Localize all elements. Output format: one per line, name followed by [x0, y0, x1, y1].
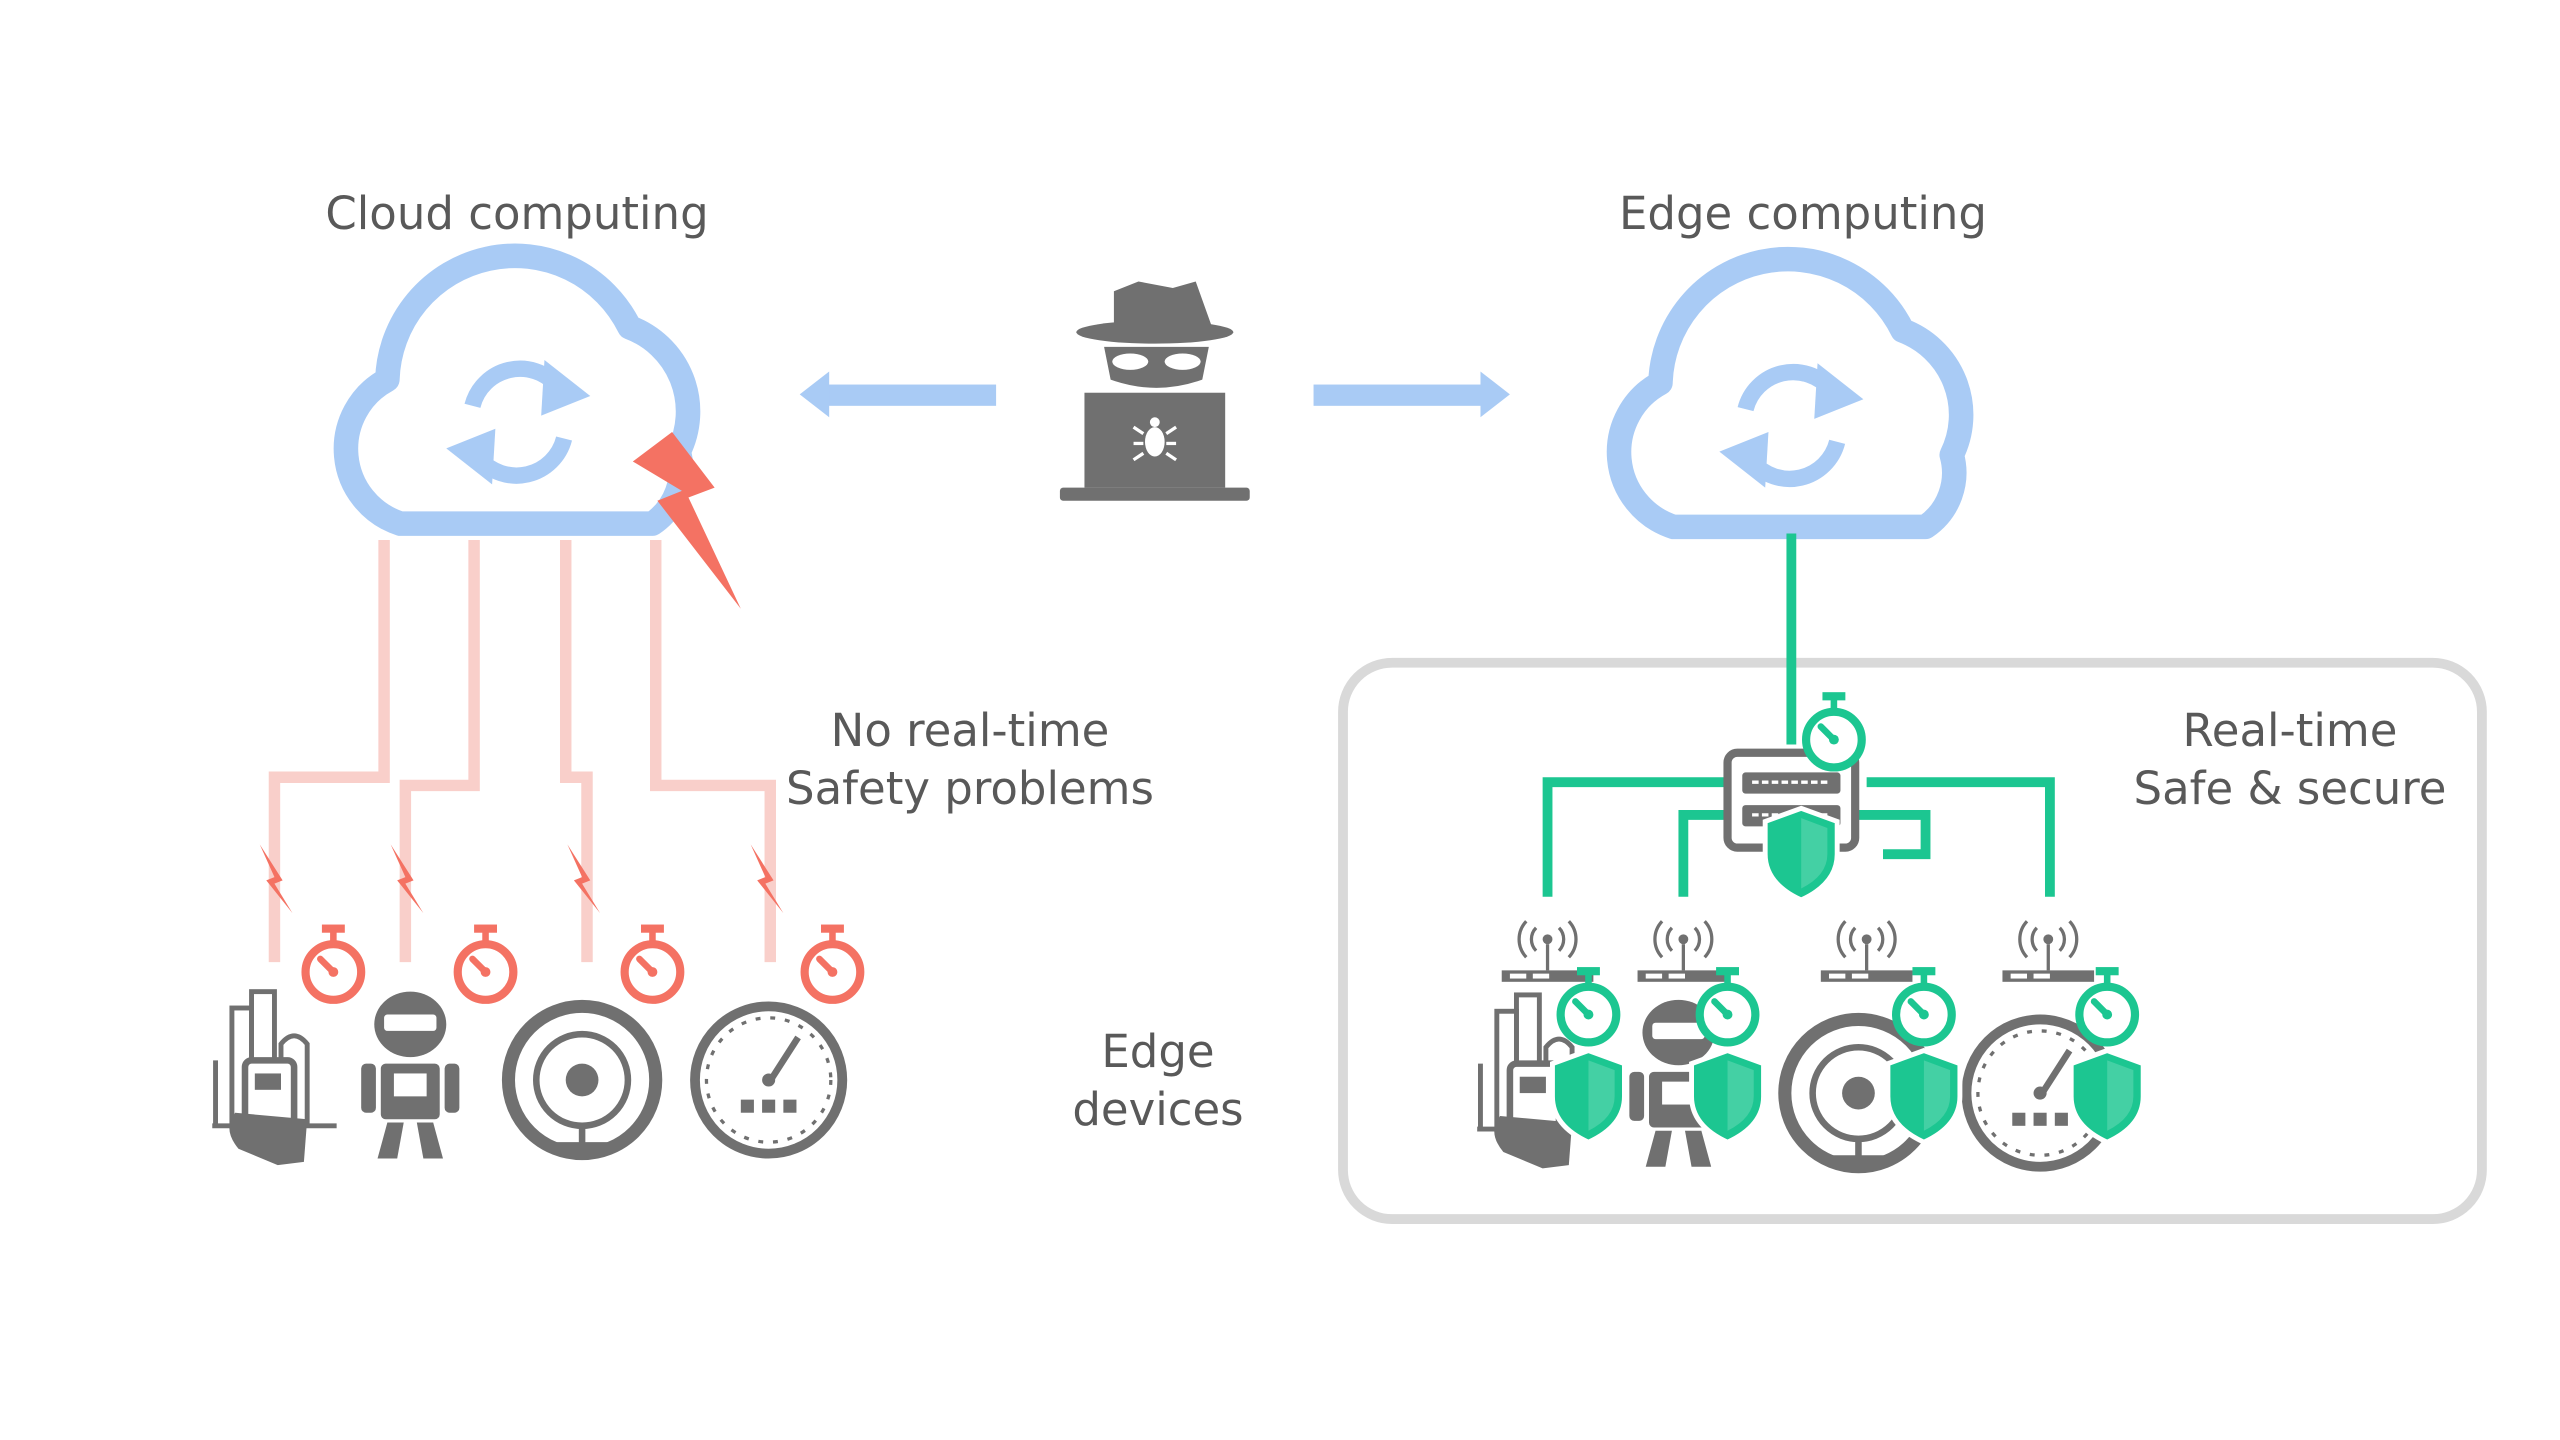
attack-arrow-left: [799, 371, 997, 418]
edge-benefit-line-1: Real-time: [2182, 704, 2398, 757]
webcam-icon: [508, 1006, 655, 1153]
shield-icon: [2071, 1051, 2143, 1143]
edge-devices-label: Edge devices: [1008, 1023, 1308, 1139]
edge-computing-title: Edge computing: [1619, 187, 1987, 240]
bug-icon: [1132, 417, 1177, 462]
stopwatch-icon: [306, 925, 362, 1000]
edge-connection-lines: [1542, 533, 2055, 897]
router-icon: [1635, 919, 1731, 984]
cloud-sync-icon: [346, 256, 688, 524]
left-connection-lines: [268, 540, 776, 963]
shield-icon: [1692, 1051, 1764, 1143]
shield-icon: [1765, 808, 1837, 900]
edge-benefit-line-2: Safe & secure: [2133, 762, 2447, 815]
cloud-issue-line-2: Safety problems: [786, 762, 1154, 815]
stopwatch-icon: [458, 925, 514, 1000]
robot-icon: [361, 991, 460, 1159]
cloud-issue-text: No real-time Safety problems: [760, 702, 1180, 818]
attack-arrow-right: [1313, 371, 1510, 418]
smart-city-phone-icon: [212, 992, 336, 1165]
edge-benefit-text: Real-time Safe & secure: [2110, 702, 2470, 818]
gauge-icon: [695, 1006, 842, 1153]
shield-icon: [1888, 1051, 1960, 1143]
cloud-computing-title: Cloud computing: [325, 187, 709, 240]
hacker-icon: [1059, 281, 1250, 501]
edge-devices-line-1: Edge: [1101, 1025, 1215, 1078]
edge-network-frame: [1338, 657, 2487, 1224]
router-icon: [2000, 919, 2096, 984]
cloud-issue-line-1: No real-time: [830, 704, 1110, 757]
stopwatch-icon: [625, 925, 681, 1000]
stopwatch-icon: [1806, 692, 1862, 767]
edge-devices-line-2: devices: [1072, 1083, 1244, 1136]
cloud-sync-icon: [1619, 259, 1961, 527]
router-icon: [1819, 919, 1915, 984]
lightning-icon: [632, 432, 741, 609]
stopwatch-icon: [805, 925, 861, 1000]
